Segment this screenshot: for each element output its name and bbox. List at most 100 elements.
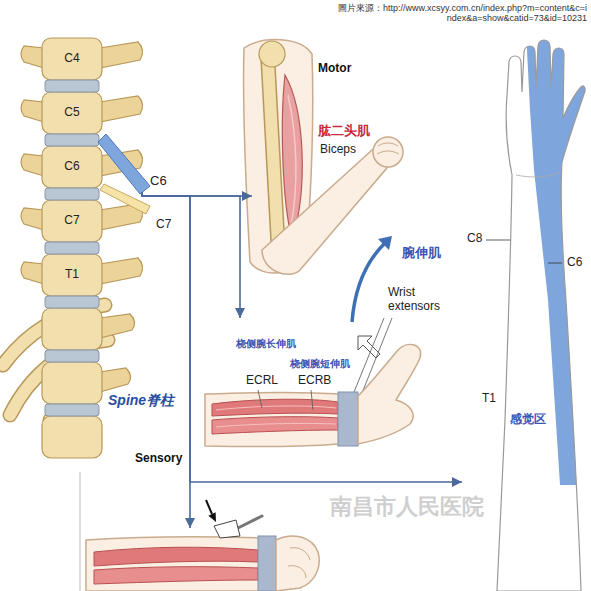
muscle bbox=[94, 567, 258, 584]
region-label: 感觉区 bbox=[510, 413, 546, 427]
branch-arrow bbox=[142, 192, 240, 318]
source-watermark: 圖片來源：http://www.xcsyy.com.cn/index.php?m… bbox=[337, 3, 587, 24]
rib-part bbox=[10, 340, 108, 415]
forearm bbox=[86, 537, 262, 591]
intervertebral-disc bbox=[45, 80, 99, 416]
nerve-root-label: C6 bbox=[136, 172, 171, 192]
nerve-root-label: C7 bbox=[156, 218, 171, 232]
panel-heading: Sensory bbox=[135, 452, 182, 466]
vertebra-part bbox=[100, 258, 143, 284]
panel-heading: Motor bbox=[318, 62, 351, 76]
ecrl-drawing bbox=[205, 344, 421, 446]
intervertebral-disc-part bbox=[45, 134, 99, 146]
muscle-fibre bbox=[216, 406, 336, 427]
muscle bbox=[94, 547, 258, 566]
vertebra-part bbox=[100, 96, 143, 122]
frame-line bbox=[80, 472, 81, 591]
hand bbox=[288, 548, 310, 578]
region-title: Spine脊柱 bbox=[108, 392, 174, 408]
vertebral-body-part bbox=[42, 38, 102, 80]
muscle-label: ECRL bbox=[246, 374, 278, 388]
intervertebral-disc-part bbox=[45, 80, 99, 92]
dermatome-label: C6 bbox=[567, 256, 582, 270]
motor-panel: Motor 肱二头肌 Biceps 腕伸肌 Wrist extensors bbox=[252, 30, 470, 320]
forearm-panel: 桡侧腕长伸肌桡侧腕短伸肌 ECRL ECRB bbox=[200, 318, 465, 450]
vertebral-body-part bbox=[42, 362, 102, 404]
dermatome-label: C8 bbox=[467, 232, 482, 246]
vertebra-part bbox=[100, 368, 131, 392]
intervertebral-disc-part bbox=[45, 188, 99, 200]
c6-nerve-root bbox=[98, 134, 150, 194]
vertebra-label: C5 bbox=[64, 106, 79, 120]
vertebra-label: T1 bbox=[65, 268, 79, 282]
motor-drawing bbox=[243, 40, 403, 418]
vertebra bbox=[21, 42, 143, 392]
rib-part bbox=[3, 305, 105, 365]
intervertebral-disc-part bbox=[45, 296, 99, 308]
forearm bbox=[205, 393, 340, 447]
vertebra-part bbox=[21, 46, 44, 68]
humerus bbox=[268, 62, 278, 245]
branch-arrow bbox=[142, 192, 190, 528]
nerve-root-name: C6 bbox=[150, 174, 167, 189]
hand-crease bbox=[516, 172, 560, 177]
tap-arrow bbox=[206, 500, 212, 514]
hand bbox=[358, 344, 421, 444]
dermatome-label: T1 bbox=[482, 392, 496, 406]
hospital-watermark: 南昌市人民医院 bbox=[330, 494, 484, 519]
biceps-muscle bbox=[288, 95, 296, 225]
muscle-label: 肱二头肌 bbox=[318, 124, 370, 139]
vertebra-label: C6 bbox=[64, 160, 79, 174]
vertebral-body-part bbox=[42, 146, 102, 188]
vertebra-label: C7 bbox=[64, 214, 79, 228]
rib bbox=[3, 305, 110, 420]
muscle-label: ECRB bbox=[298, 374, 331, 388]
vertebral-body bbox=[42, 38, 102, 458]
tap-arrow bbox=[208, 512, 216, 522]
dermatome-drawing bbox=[486, 30, 591, 591]
muscle-label: 桡侧腕短伸肌 bbox=[290, 358, 350, 370]
wrist-band bbox=[258, 536, 276, 591]
vertebral-body-part bbox=[42, 254, 102, 296]
vertebral-body-part bbox=[42, 92, 102, 134]
leader-line bbox=[486, 240, 562, 263]
arm-outline bbox=[497, 40, 585, 591]
branch-arrow bbox=[142, 192, 462, 482]
muscle-label: 桡侧腕长伸肌 bbox=[236, 338, 296, 350]
muscle-label: Biceps bbox=[320, 143, 356, 157]
extension-arrow bbox=[352, 244, 384, 322]
intervertebral-disc-part bbox=[45, 404, 99, 416]
humerus bbox=[268, 62, 278, 245]
muscle-label: Wrist extensors bbox=[388, 286, 450, 314]
sensory-panel: Sensory bbox=[80, 528, 330, 591]
vertebral-body-part bbox=[42, 416, 102, 458]
fist bbox=[373, 137, 403, 167]
reflex-hammer bbox=[214, 520, 240, 538]
vertebra-part bbox=[100, 42, 143, 68]
wrist-band bbox=[338, 392, 358, 446]
shoulder-joint bbox=[259, 41, 285, 67]
vertebra-part bbox=[21, 208, 44, 230]
intervertebral-disc-part bbox=[45, 242, 99, 254]
vertebra-part bbox=[21, 100, 44, 122]
vertebra-part bbox=[21, 154, 44, 176]
vertebral-body-part bbox=[42, 200, 102, 242]
muscle-label: 腕伸肌 bbox=[402, 246, 441, 261]
vertebra-label: C4 bbox=[64, 52, 79, 66]
rib-part bbox=[3, 305, 105, 365]
intervertebral-disc-part bbox=[45, 350, 99, 362]
hand bbox=[276, 536, 319, 591]
rib-part bbox=[10, 340, 108, 415]
sensory-drawing bbox=[80, 472, 319, 591]
fist bbox=[377, 143, 399, 154]
extension-arrow bbox=[378, 236, 392, 250]
vertebral-body-part bbox=[42, 308, 102, 350]
reflex-hammer bbox=[238, 516, 262, 528]
leader-line bbox=[258, 390, 313, 410]
vertebra-part bbox=[21, 262, 44, 284]
vertebra-part bbox=[100, 314, 135, 338]
